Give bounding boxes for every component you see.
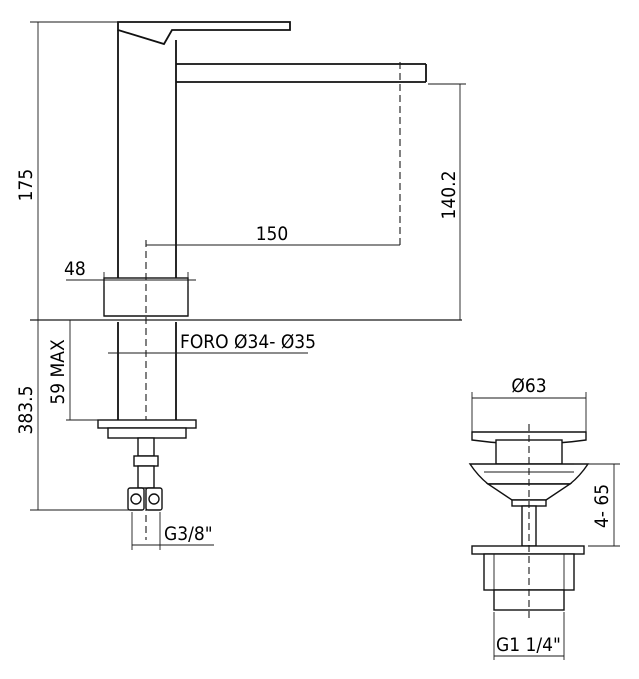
label-waste-range: 4- 65: [591, 484, 613, 528]
dim-waste-diameter: Ø63: [471, 375, 587, 432]
label-waste-diameter: Ø63: [511, 375, 546, 397]
dim-max-thickness: 59 MAX: [47, 319, 112, 421]
dim-total-height: 175: [15, 21, 120, 320]
label-hose-length: 383.5: [15, 386, 37, 435]
dim-base-width: 48: [64, 258, 196, 286]
dim-waste-range: 4- 65: [574, 463, 620, 547]
label-max-thickness: 59 MAX: [47, 339, 69, 405]
dim-connector-thread: G3/8": [131, 512, 214, 550]
label-reach: 150: [256, 223, 289, 245]
label-hole: FORO Ø34- Ø35: [180, 331, 316, 353]
dim-spout-height: 140.2: [428, 83, 466, 320]
faucet-body: [97, 21, 427, 540]
label-spout-height: 140.2: [438, 171, 460, 220]
label-total-height: 175: [15, 169, 37, 202]
dim-waste-thread: G1 1/4": [493, 612, 565, 660]
label-connector-thread: G3/8": [164, 523, 213, 545]
dim-hose-length: 383.5: [15, 320, 130, 511]
dim-reach: 150: [146, 223, 400, 246]
label-base-width: 48: [64, 258, 86, 280]
label-waste-thread: G1 1/4": [496, 634, 561, 656]
dim-hole: FORO Ø34- Ø35: [108, 331, 316, 354]
waste-body: [468, 424, 590, 620]
